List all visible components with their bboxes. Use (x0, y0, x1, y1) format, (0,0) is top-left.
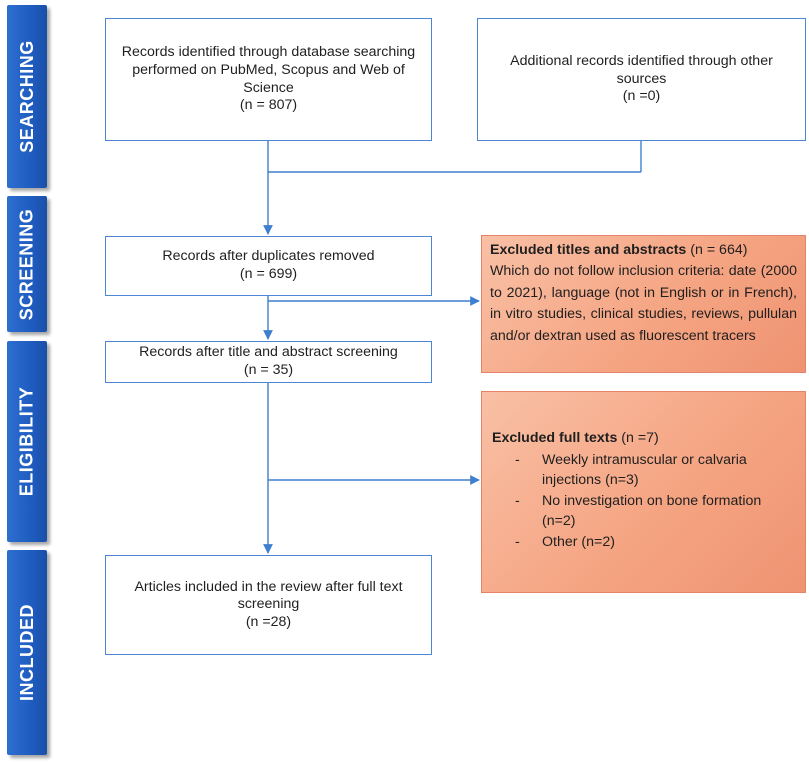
excluded-full-texts-heading: Excluded full texts (n =7) (492, 430, 659, 446)
box-title-abstract-screening: Records after title and abstract screeni… (105, 341, 432, 383)
box-duplicates-removed: Records after duplicates removed (n = 69… (105, 236, 432, 296)
articles-included-count: (n =28) (245, 613, 292, 630)
duplicates-removed-text: Records after duplicates removed (162, 248, 375, 265)
records-identified-count: (n = 807) (239, 97, 298, 114)
excluded-titles-abstracts-criteria: Which do not follow inclusion criteria: … (490, 263, 797, 344)
excluded-full-texts-list: Weekly intramuscular or calvaria injecti… (492, 451, 795, 553)
articles-included-text: Articles included in the review after fu… (134, 578, 403, 613)
phase-screening: SCREENING (7, 196, 47, 332)
title-abstract-screening-text: Records after title and abstract screeni… (139, 344, 398, 361)
phase-included: INCLUDED (7, 550, 47, 755)
box-additional-records: Additional records identified through ot… (477, 18, 806, 141)
phase-searching: SEARCHING (7, 5, 47, 188)
additional-records-text: Additional records identified through ot… (510, 53, 773, 87)
excluded-titles-abstracts-heading: Excluded titles and abstracts (n = 664) (490, 242, 748, 258)
box-excluded-titles-abstracts: Excluded titles and abstracts (n = 664) … (481, 235, 806, 373)
title-abstract-screening-count: (n = 35) (243, 362, 294, 378)
box-excluded-full-texts: Excluded full texts (n =7) Weekly intram… (481, 391, 806, 593)
records-identified-text: Records identified through database sear… (121, 44, 416, 96)
list-item: Other (n=2) (492, 533, 795, 553)
list-item: Weekly intramuscular or calvaria injecti… (492, 451, 795, 490)
list-item: No investigation on bone formation (n=2) (492, 492, 795, 531)
box-articles-included: Articles included in the review after fu… (105, 555, 432, 655)
box-records-identified: Records identified through database sear… (105, 18, 432, 141)
duplicates-removed-count: (n = 699) (239, 266, 298, 282)
additional-records-count: (n =0) (622, 88, 661, 105)
phase-eligibility: ELIGIBILITY (7, 341, 47, 542)
